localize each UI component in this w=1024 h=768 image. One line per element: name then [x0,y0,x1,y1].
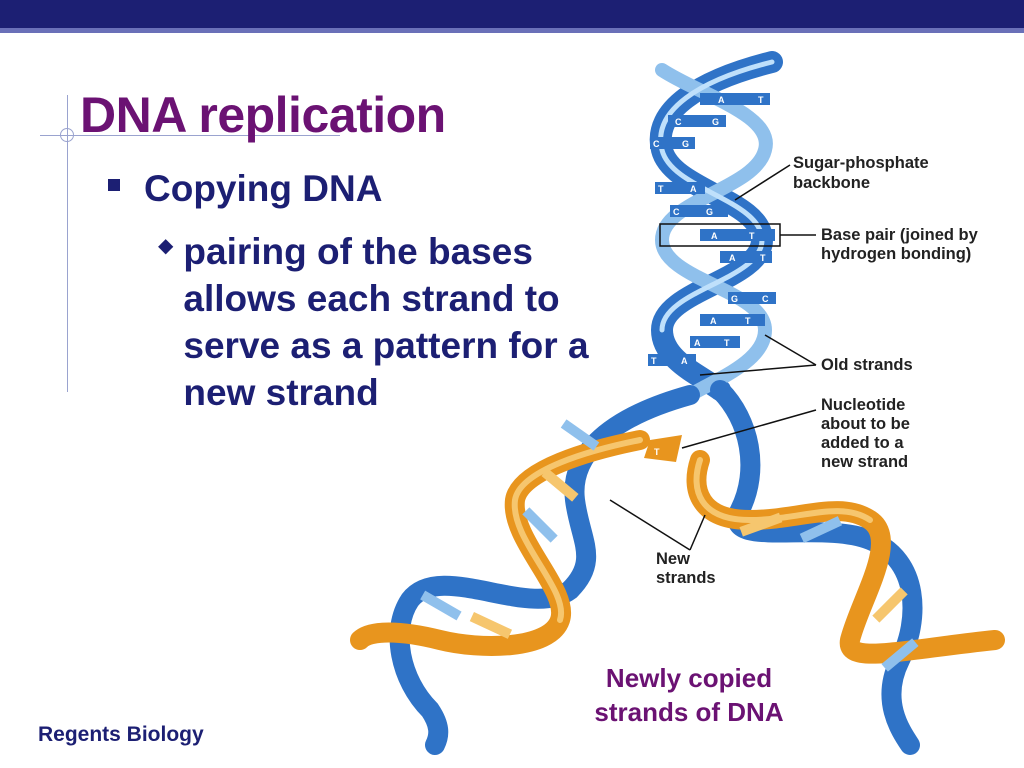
base-pair: G C [728,292,776,304]
label-base-pair-2: hydrogen bonding) [821,245,971,263]
base-letter: T [760,253,766,263]
bullet-level-1: Copying DNA [108,170,382,207]
base-pair: T A [655,182,705,194]
base-pair-rungs: A T C G C G T A C G A T A [420,93,919,672]
decor-horizontal-line [40,135,340,136]
base-letter: A [718,95,725,105]
leader-lines [609,164,817,551]
label-nucleotide-1: Nucleotide [821,396,905,414]
base-letter: T [758,95,764,105]
diamond-bullet-icon: ◆ [158,235,174,257]
right-old-strand [710,380,923,755]
base-letter: A [710,316,717,326]
base-letter: C [653,139,660,149]
base-letter: A [681,356,688,366]
base-letter: T [658,184,664,194]
decor-crosshair-circle [60,128,74,142]
base-pair: A T [700,314,765,326]
label-new-strands-2: strands [656,569,716,587]
left-daughter-helix [350,385,700,755]
diagram-caption: Newly copied strands of DNA [560,661,818,729]
top-banner [0,0,1024,28]
right-new-strand-highlight [693,457,873,524]
label-sugar-phosphate-1: Sugar-phosphate [793,154,929,172]
square-bullet-icon [108,179,120,191]
label-base-pair-1: Base pair (joined by [821,226,979,244]
old-strand-b [654,63,773,402]
label-old-strands: Old strands [821,356,913,374]
label-nucleotide-4: new strand [821,453,908,471]
left-new-strand-highlight [511,437,643,623]
base-letter: G [682,139,689,149]
free-nucleotide-letter: T [654,447,660,457]
base-pair: A T [700,93,770,105]
decor-vertical-line [67,95,68,392]
base-letter: A [711,231,718,241]
base-letter: C [762,294,769,304]
base-letter: C [673,207,680,217]
base-letter: T [724,338,730,348]
base-letter: T [749,231,755,241]
bullet-level-1-text: Copying DNA [144,168,383,209]
base-letter: C [675,117,682,127]
caption-line-1: Newly copied [605,663,773,693]
base-letter: G [731,294,738,304]
base-letter: T [745,316,751,326]
base-letter: G [706,207,713,217]
base-letter: A [694,338,701,348]
base-pair: T A [648,354,696,366]
right-daughter-helix [686,380,1005,755]
base-letter: G [712,117,719,127]
base-pair: C G [670,205,728,217]
top-banner-stripe [0,28,1024,33]
bullet-level-2: ◆ pairing of the bases allows each stran… [158,228,603,416]
base-letter: A [729,253,736,263]
caption-line-2: strands of DNA [594,697,784,727]
old-strand-a-highlight [658,59,775,333]
base-pair: A T [720,251,772,263]
label-sugar-phosphate-2: backbone [793,174,870,192]
label-nucleotide-2: about to be [821,415,910,433]
left-old-strand [389,385,700,755]
base-pair: A T [690,336,740,348]
label-new-strands-1: New [656,550,690,568]
base-letter: A [690,184,697,194]
base-pair: C G [668,115,726,127]
label-nucleotide-3: added to a [821,434,904,452]
base-pair: C G [650,137,695,149]
bullet-level-2-text: pairing of the bases allows each strand … [183,231,589,413]
base-letter: T [651,356,657,366]
free-nucleotide: T [644,435,682,462]
slide-title: DNA replication [80,87,446,143]
base-pair: A T [700,229,775,241]
footer-text: Regents Biology [38,723,204,746]
